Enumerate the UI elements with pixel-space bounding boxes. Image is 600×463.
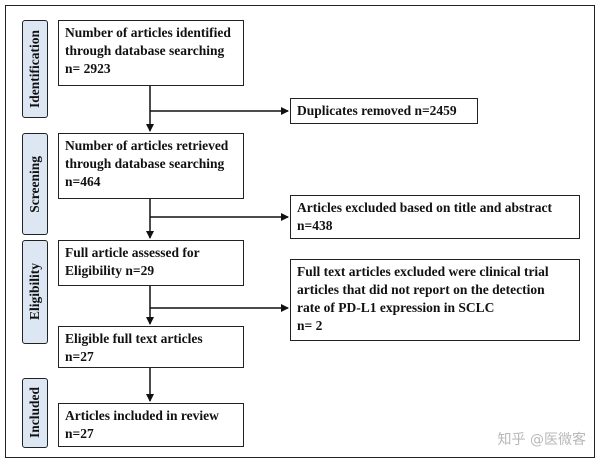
box-excluded-full-line-3: rate of PD-L1 expression in SCLC <box>297 300 495 315</box>
box-excluded-full: Full text articles excluded were clinica… <box>290 259 580 341</box>
stage-eligibility: Eligibility <box>22 240 48 344</box>
box-included-line-1: Articles included in review <box>65 408 219 423</box>
stage-screening: Screening <box>22 133 48 235</box>
box-identified: Number of articles identified through da… <box>58 20 244 86</box>
watermark: 知乎 @医微客 <box>497 432 586 448</box>
box-excluded-full-line-1: Full text articles excluded were clinica… <box>297 264 549 279</box>
box-retrieved: Number of articles retrieved through dat… <box>58 133 244 199</box>
box-retrieved-line-1: Number of articles retrieved <box>65 138 229 153</box>
stage-identification: Identification <box>22 20 48 118</box>
box-identified-line-2: through database searching <box>65 43 225 58</box>
box-included-count: n=27 <box>65 426 94 441</box>
box-retrieved-line-2: through database searching <box>65 156 225 171</box>
box-duplicates-line-1: Duplicates removed n=2459 <box>297 103 457 118</box>
figure-frame <box>5 5 595 458</box>
box-excluded-full-count: n= 2 <box>297 318 323 333</box>
box-assessed: Full article assessed for Eligibility n=… <box>58 240 244 286</box>
box-duplicates: Duplicates removed n=2459 <box>290 98 478 124</box>
box-retrieved-count: n=464 <box>65 174 101 189</box>
box-eligible: Eligible full text articles n=27 <box>58 326 244 368</box>
box-identified-line-1: Number of articles identified <box>65 25 231 40</box>
box-included: Articles included in review n=27 <box>58 403 244 447</box>
box-eligible-count: n=27 <box>65 349 94 364</box>
box-excluded-title-line-1: Articles excluded based on title and abs… <box>297 200 552 215</box>
box-identified-count: n= 2923 <box>65 61 111 76</box>
box-eligible-line-1: Eligible full text articles <box>65 331 203 346</box>
box-assessed-line-2: Eligibility n=29 <box>65 263 155 278</box>
stage-included: Included <box>22 378 48 448</box>
box-excluded-full-line-2: articles that did not report on the dete… <box>297 282 545 297</box>
box-assessed-line-1: Full article assessed for <box>65 245 200 260</box>
box-excluded-title-count: n=438 <box>297 218 333 233</box>
box-excluded-title: Articles excluded based on title and abs… <box>290 195 580 239</box>
